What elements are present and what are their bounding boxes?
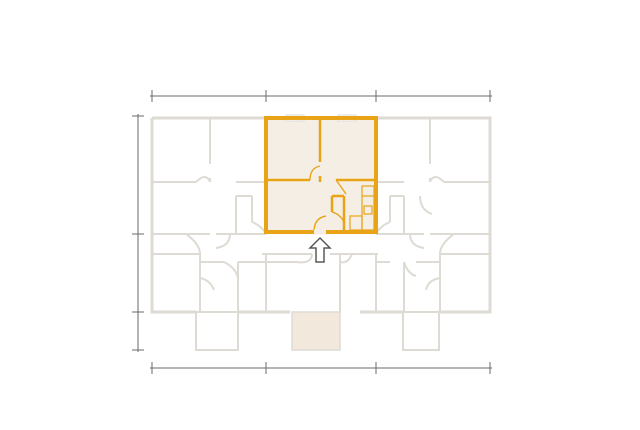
flat-lower-left bbox=[199, 254, 267, 312]
flat-upper-left bbox=[152, 118, 267, 235]
door-swing-bedroom bbox=[309, 165, 321, 181]
door-swing-kitchen bbox=[335, 179, 347, 195]
balcony-right bbox=[402, 311, 440, 351]
arrow-up-icon bbox=[308, 236, 332, 263]
balcony-middle bbox=[291, 311, 341, 351]
apartment-internal-walls bbox=[266, 118, 376, 232]
balconies bbox=[195, 311, 440, 351]
balcony-left bbox=[195, 311, 239, 351]
flat-lower-right bbox=[375, 254, 441, 312]
window-marks bbox=[151, 117, 491, 313]
door-swing-bathroom bbox=[331, 211, 345, 223]
dimension-lines bbox=[132, 90, 492, 374]
corridor bbox=[152, 233, 490, 255]
flat-upper-right bbox=[375, 118, 490, 235]
highlighted-apartment bbox=[264, 114, 378, 235]
building-plan bbox=[150, 116, 492, 314]
flat-lower-middle bbox=[266, 253, 353, 312]
